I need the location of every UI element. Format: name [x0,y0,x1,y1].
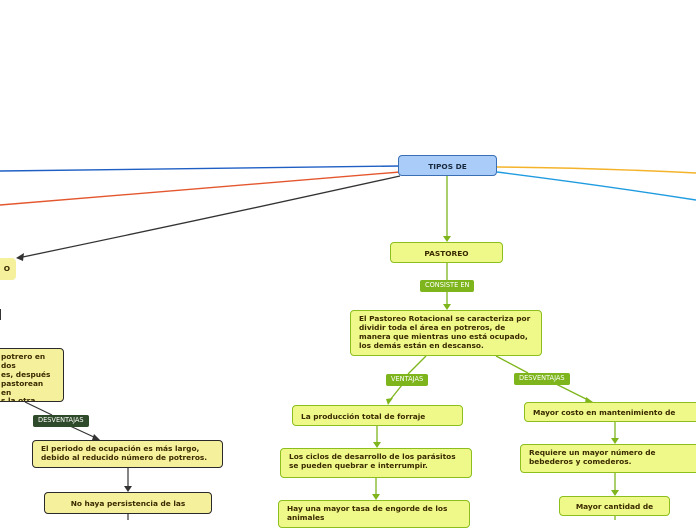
link-ventajas-first [389,384,403,401]
link-dark [17,175,401,259]
label-ventajas: VENTAJAS [386,374,429,386]
link-left-desv-first [69,425,97,439]
node-pastoreo-rotacional[interactable]: PASTOREO ROTACIONAL [390,242,503,263]
arrow-head-desventajas [585,397,593,403]
node-ventaja-parasitos[interactable]: Los ciclos de desarrollo de los parásito… [280,448,472,478]
label-left-desventajas: DESVENTAJAS [33,415,89,427]
arrow-d3 [611,490,619,496]
node-desventaja-lotes[interactable]: Mayor cantidad de lotes [559,496,670,516]
link-blue [0,165,401,172]
node-left-persistencia[interactable]: No haya persistencia de las pasturas. [44,492,212,514]
link-gold [496,166,696,174]
arrow-v2 [373,442,381,448]
link-left-desc-desv [24,401,53,416]
node-desventaja-bebederos[interactable]: Requiere un mayor número de bebederos y … [520,444,696,473]
link-orange [0,171,401,206]
label-desventajas: DESVENTAJAS [514,373,570,385]
link-def-desventajas [495,355,529,374]
arrow-head-ventajas [386,398,393,405]
node-left-ocupacion[interactable]: El periodo de ocupación es más largo, de… [32,440,223,468]
node-left-title[interactable]: O [0,258,16,280]
node-rotational-definition[interactable]: El Pastoreo Rotacional se caracteriza po… [350,310,542,356]
arrow-d2 [611,438,619,444]
link-desventajas-first [555,383,589,401]
arrow-left-first [92,434,100,440]
node-ventaja-forraje[interactable]: La producción total de forraje aumenta [292,405,463,426]
node-desventaja-cercas[interactable]: Mayor costo en mantenimiento de cercas [524,402,696,422]
link-def-ventajas [407,355,427,375]
label-consiste-en: CONSISTE EN [420,280,475,292]
node-left-description[interactable]: potrero en dos es, después pastorean en … [0,348,64,402]
arrow-v3 [372,494,380,500]
arrow-head-dark [16,253,24,261]
link-cyan [496,171,696,201]
root-node-tipos-de-pastoreo[interactable]: TIPOS DE PASTOREO [398,155,497,176]
node-ventaja-engorde[interactable]: Hay una mayor tasa de engorde de los ani… [278,500,470,528]
arrow-head-def [443,304,451,310]
arrow-left-second [124,486,132,492]
arrow-head-rotational [443,236,451,242]
left-stub-line [0,309,1,320]
